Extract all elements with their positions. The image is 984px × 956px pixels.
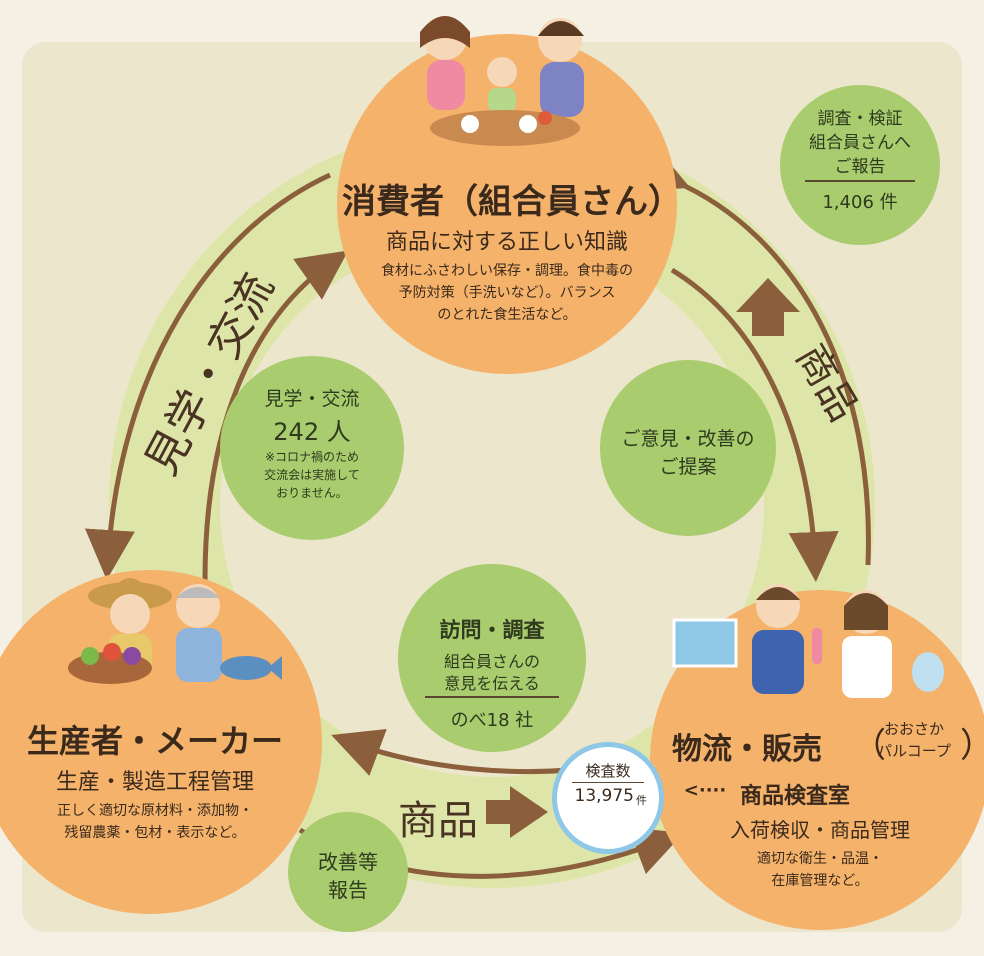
improvement-line-2: 報告 (328, 878, 368, 902)
producer-node (0, 570, 322, 914)
inspection-badge (552, 742, 664, 854)
distribution-desc-1: 適切な衛生・品温・ (757, 851, 883, 867)
visit-survey-divider (425, 696, 559, 698)
visit-survey-title: 訪問・調査 (439, 618, 545, 642)
survey-bubble (780, 85, 940, 245)
arrow-consumer-to-producer (84, 172, 332, 580)
up-arrow-icon (736, 278, 800, 336)
family-illustration (420, 16, 584, 146)
inspection-unit: 件 (636, 794, 647, 807)
distribution-subtitle: 入荷検収・商品管理 (730, 818, 910, 842)
consumer-desc-3: のとれた食生活など。 (437, 307, 577, 323)
lab-arrow: <···· (683, 780, 727, 801)
producers-illustration (68, 578, 282, 684)
consumer-node (337, 34, 677, 374)
survey-count: 1,406 件 (822, 192, 898, 213)
producer-desc-1: 正しく適切な原材料・添加物・ (57, 803, 253, 819)
consumer-subtitle: 商品に対する正しい知識 (385, 230, 628, 255)
consumer-desc-1: 食材にふさわしい保存・調理。食中毒の (381, 263, 633, 279)
inspection-divider (572, 782, 644, 783)
distribution-title: 物流・販売 (672, 732, 822, 767)
opinion-line-1: ご意見・改善の (621, 428, 755, 450)
survey-line-1: 調査・検証 (817, 109, 903, 129)
arrow-producer-to-consumer (202, 250, 349, 581)
improvement-bubble (288, 812, 408, 932)
producer-subtitle: 生産・製造工程管理 (55, 770, 254, 795)
consumer-desc-2: 予防対策（手洗いなど）。バランス (398, 285, 616, 301)
survey-line-3: ご報告 (834, 157, 886, 177)
distribution-paren-line2: パルコープ (877, 742, 951, 760)
improvement-line-1: 改善等 (318, 850, 378, 874)
visit-exchange-count: 242 人 (273, 418, 351, 446)
arrow-consumer-to-distribution (670, 267, 839, 582)
producer-desc-2: 残留農薬・包材・表示など。 (64, 825, 246, 841)
visit-survey-line-2: 意見を伝える (444, 674, 540, 693)
bottom-arrow-label: 商品 (398, 798, 478, 844)
visit-exchange-line-1: 見学・交流 (264, 388, 360, 410)
visit-survey-bubble (398, 564, 586, 752)
survey-divider (805, 180, 915, 182)
inspection-count: 13,975 (574, 786, 634, 806)
distribution-node (650, 590, 984, 930)
consumer-title: 消費者（組合員さん） (342, 182, 682, 222)
distribution-paren-close: ） (960, 718, 984, 767)
visit-exchange-note-1: ※コロナ禍のため (264, 450, 360, 464)
distribution-desc-2: 在庫管理など。 (771, 873, 869, 889)
visit-exchange-note-2: 交流会は実施して (264, 468, 360, 482)
lab-title: 商品検査室 (740, 784, 851, 809)
distribution-paren-line1: おおさか (883, 720, 944, 738)
survey-line-2: 組合員さんへ (809, 133, 911, 153)
producer-title: 生産者・メーカー (26, 722, 283, 760)
right-arrow-icon (486, 786, 548, 838)
visit-survey-count: のべ18 社 (450, 710, 534, 731)
distribution-paren-open: （ (852, 718, 886, 767)
arrow-distribution-to-consumer (634, 145, 871, 566)
opinion-bubble (600, 360, 776, 536)
inspection-label: 検査数 (585, 762, 631, 780)
visit-survey-line-1: 組合員さんの (443, 652, 540, 671)
visit-exchange-note-3: おりません。 (276, 486, 348, 500)
visit-exchange-bubble (220, 356, 404, 540)
staff-illustration (672, 584, 944, 698)
opinion-line-2: ご提案 (659, 456, 717, 478)
